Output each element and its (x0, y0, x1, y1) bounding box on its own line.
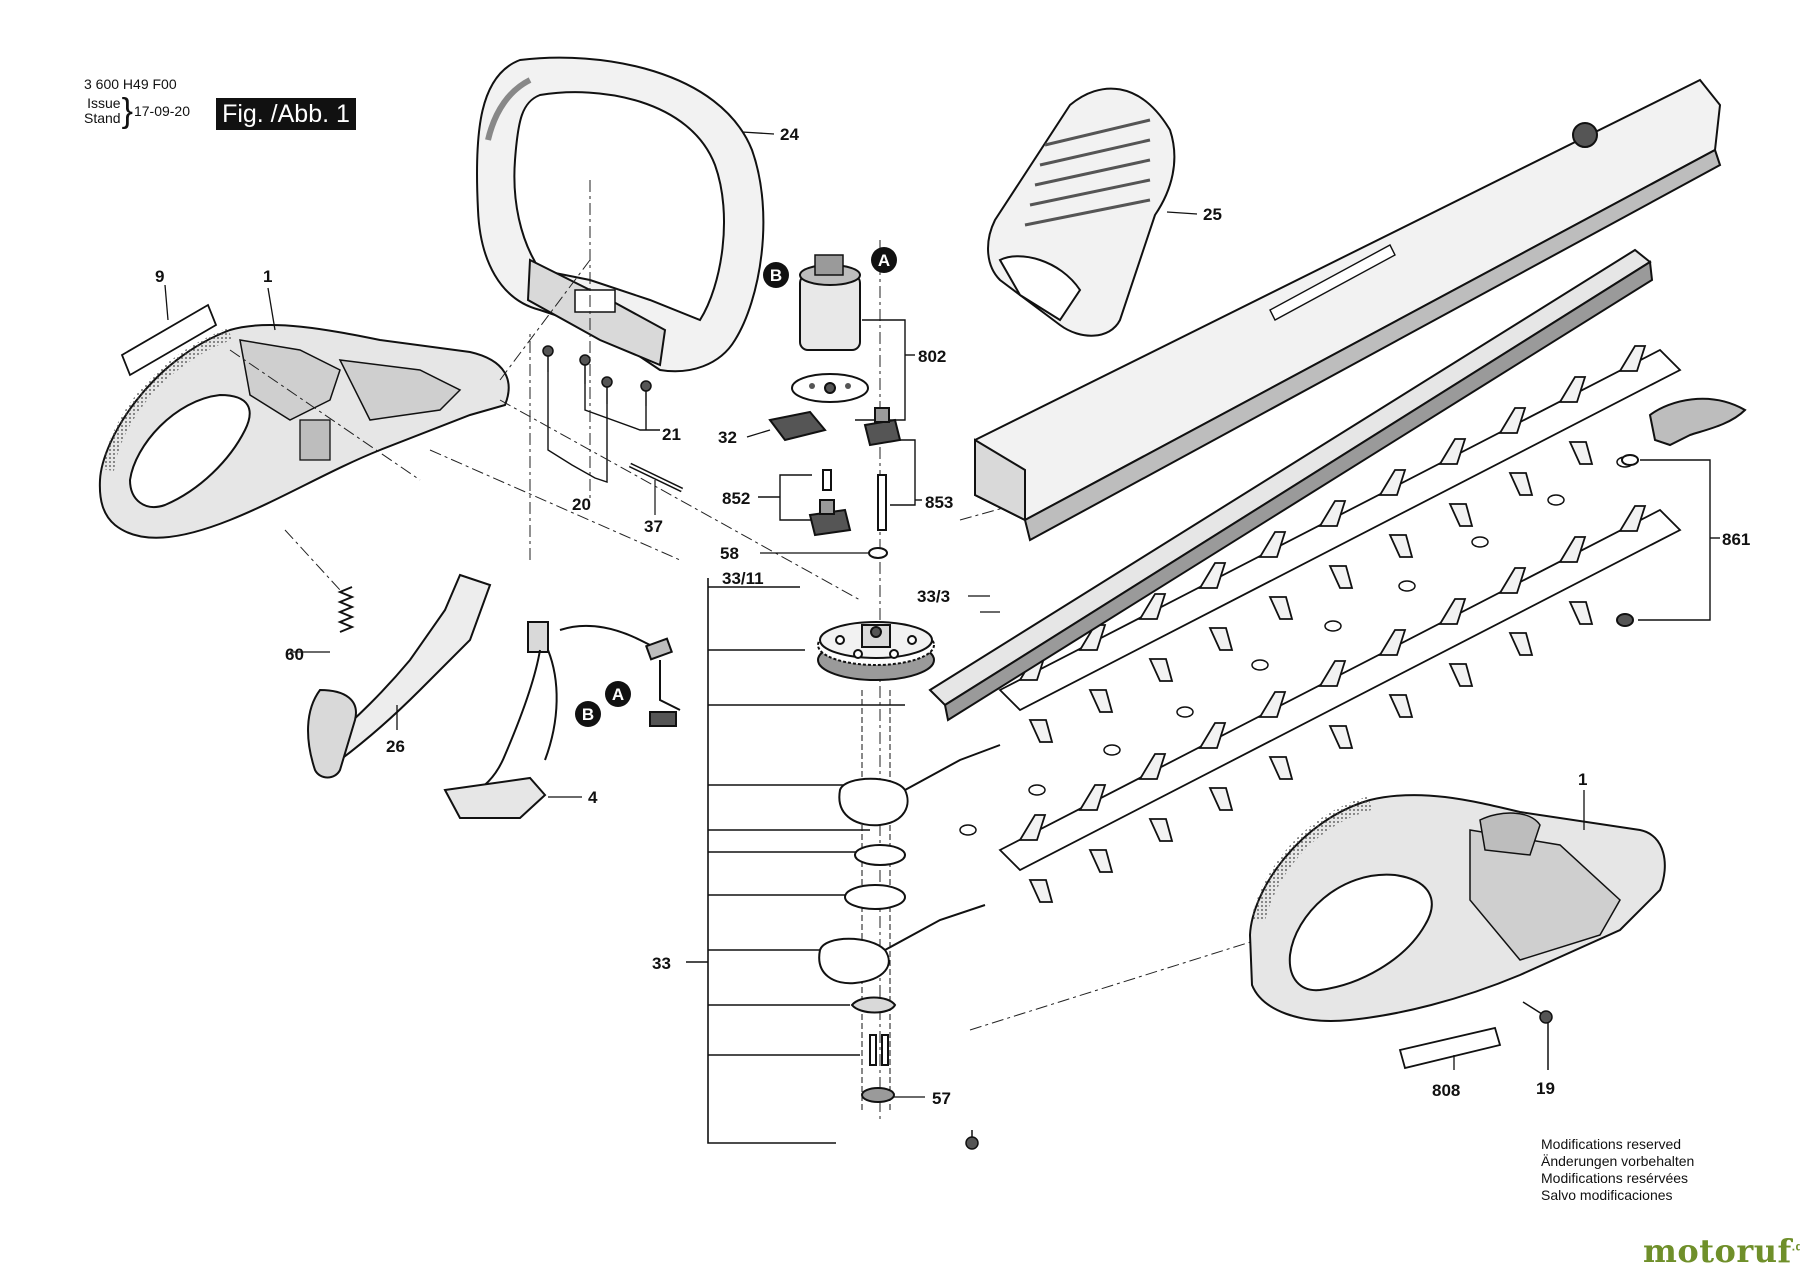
label-9: 9 (155, 267, 164, 286)
leader-24 (741, 131, 775, 135)
blade-plate-upper (838, 744, 1001, 827)
motor-802 (791, 254, 915, 421)
label-33-11: 33/11 (722, 569, 764, 588)
spring-60 (290, 586, 355, 653)
label-33-3: 33/3 (917, 587, 950, 606)
bearing-852 (758, 469, 852, 537)
label-861: 861 (1722, 530, 1750, 549)
tip-guard-861 (1616, 397, 1747, 627)
label-852: 852 (722, 489, 750, 508)
label-20: 20 (572, 495, 591, 514)
issue-block: Issue Stand }17-09-20 (84, 92, 190, 130)
label-1-right: 1 (1578, 770, 1587, 789)
label-plate-9 (120, 284, 218, 377)
label-plate-808 (1398, 1026, 1502, 1070)
issue-label: Issue (87, 95, 121, 111)
label-853: 853 (925, 493, 953, 512)
label-60: 60 (285, 645, 304, 664)
callout-b-wiring: B (582, 705, 594, 724)
modifications-line-es: Salvo modificaciones (1541, 1187, 1673, 1203)
front-handle-24 (475, 56, 765, 373)
label-808: 808 (1432, 1081, 1460, 1100)
label-1-left: 1 (263, 267, 272, 286)
label-33: 33 (652, 954, 671, 973)
callout-a-wiring: A (612, 685, 624, 704)
switch-wiring-4 (443, 621, 681, 819)
housing-half-1-left (98, 323, 510, 539)
label-58: 58 (720, 544, 739, 563)
watermark-logo: motoruf.de (1643, 1232, 1800, 1270)
guide-rail-33-3 (928, 248, 1654, 722)
leader-1-left (267, 287, 276, 331)
label-24: 24 (780, 125, 799, 144)
figure-label: Fig. /Abb. 1 (216, 98, 356, 130)
label-25: 25 (1203, 205, 1222, 224)
brace-icon: } (121, 92, 133, 130)
washer-58 (760, 547, 888, 559)
callout-b-motor: B (770, 266, 782, 285)
callout-a-motor: A (878, 251, 890, 270)
label-4: 4 (588, 788, 598, 807)
callout-motor: B A (763, 247, 897, 288)
bracket-20 (547, 372, 660, 483)
part-number: 3 600 H49 F00 (84, 76, 177, 92)
trigger-26 (307, 573, 492, 779)
bearing-853 (863, 407, 922, 531)
modifications-line-de: Änderungen vorbehalten (1541, 1153, 1695, 1169)
watermark-text: motoruf (1643, 1232, 1792, 1270)
label-21: 21 (662, 425, 681, 444)
label-57: 57 (932, 1089, 951, 1108)
callout-wiring: A B (575, 681, 631, 727)
modifications-line-en: Modifications reserved (1541, 1136, 1682, 1152)
label-19: 19 (1536, 1079, 1555, 1098)
screw-19 (1522, 1001, 1553, 1070)
pad-32 (746, 410, 827, 442)
housing-half-1-right (1248, 794, 1666, 1022)
label-32: 32 (718, 428, 737, 447)
label-26: 26 (386, 737, 405, 756)
watermark-domain: .de (1791, 1239, 1800, 1254)
bracket-33 (686, 578, 905, 1144)
pin-37 (628, 462, 684, 515)
label-37: 37 (644, 517, 663, 536)
blade-lower (998, 505, 1682, 903)
issue-labels: Issue Stand (84, 96, 121, 126)
blade-discs (844, 844, 925, 1103)
screws-20-21 (542, 345, 652, 406)
modifications-notice: Modifications reserved Änderungen vorbeh… (1541, 1136, 1694, 1204)
issue-date: 17-09-20 (133, 102, 190, 119)
label-802: 802 (918, 347, 946, 366)
blade-cover (974, 78, 1722, 542)
screw-33 (965, 1130, 979, 1150)
blade-plate-lower (818, 904, 986, 985)
stand-label: Stand (84, 110, 121, 126)
modifications-line-fr: Modifications resérvées (1541, 1170, 1689, 1186)
guard-25 (987, 87, 1198, 337)
